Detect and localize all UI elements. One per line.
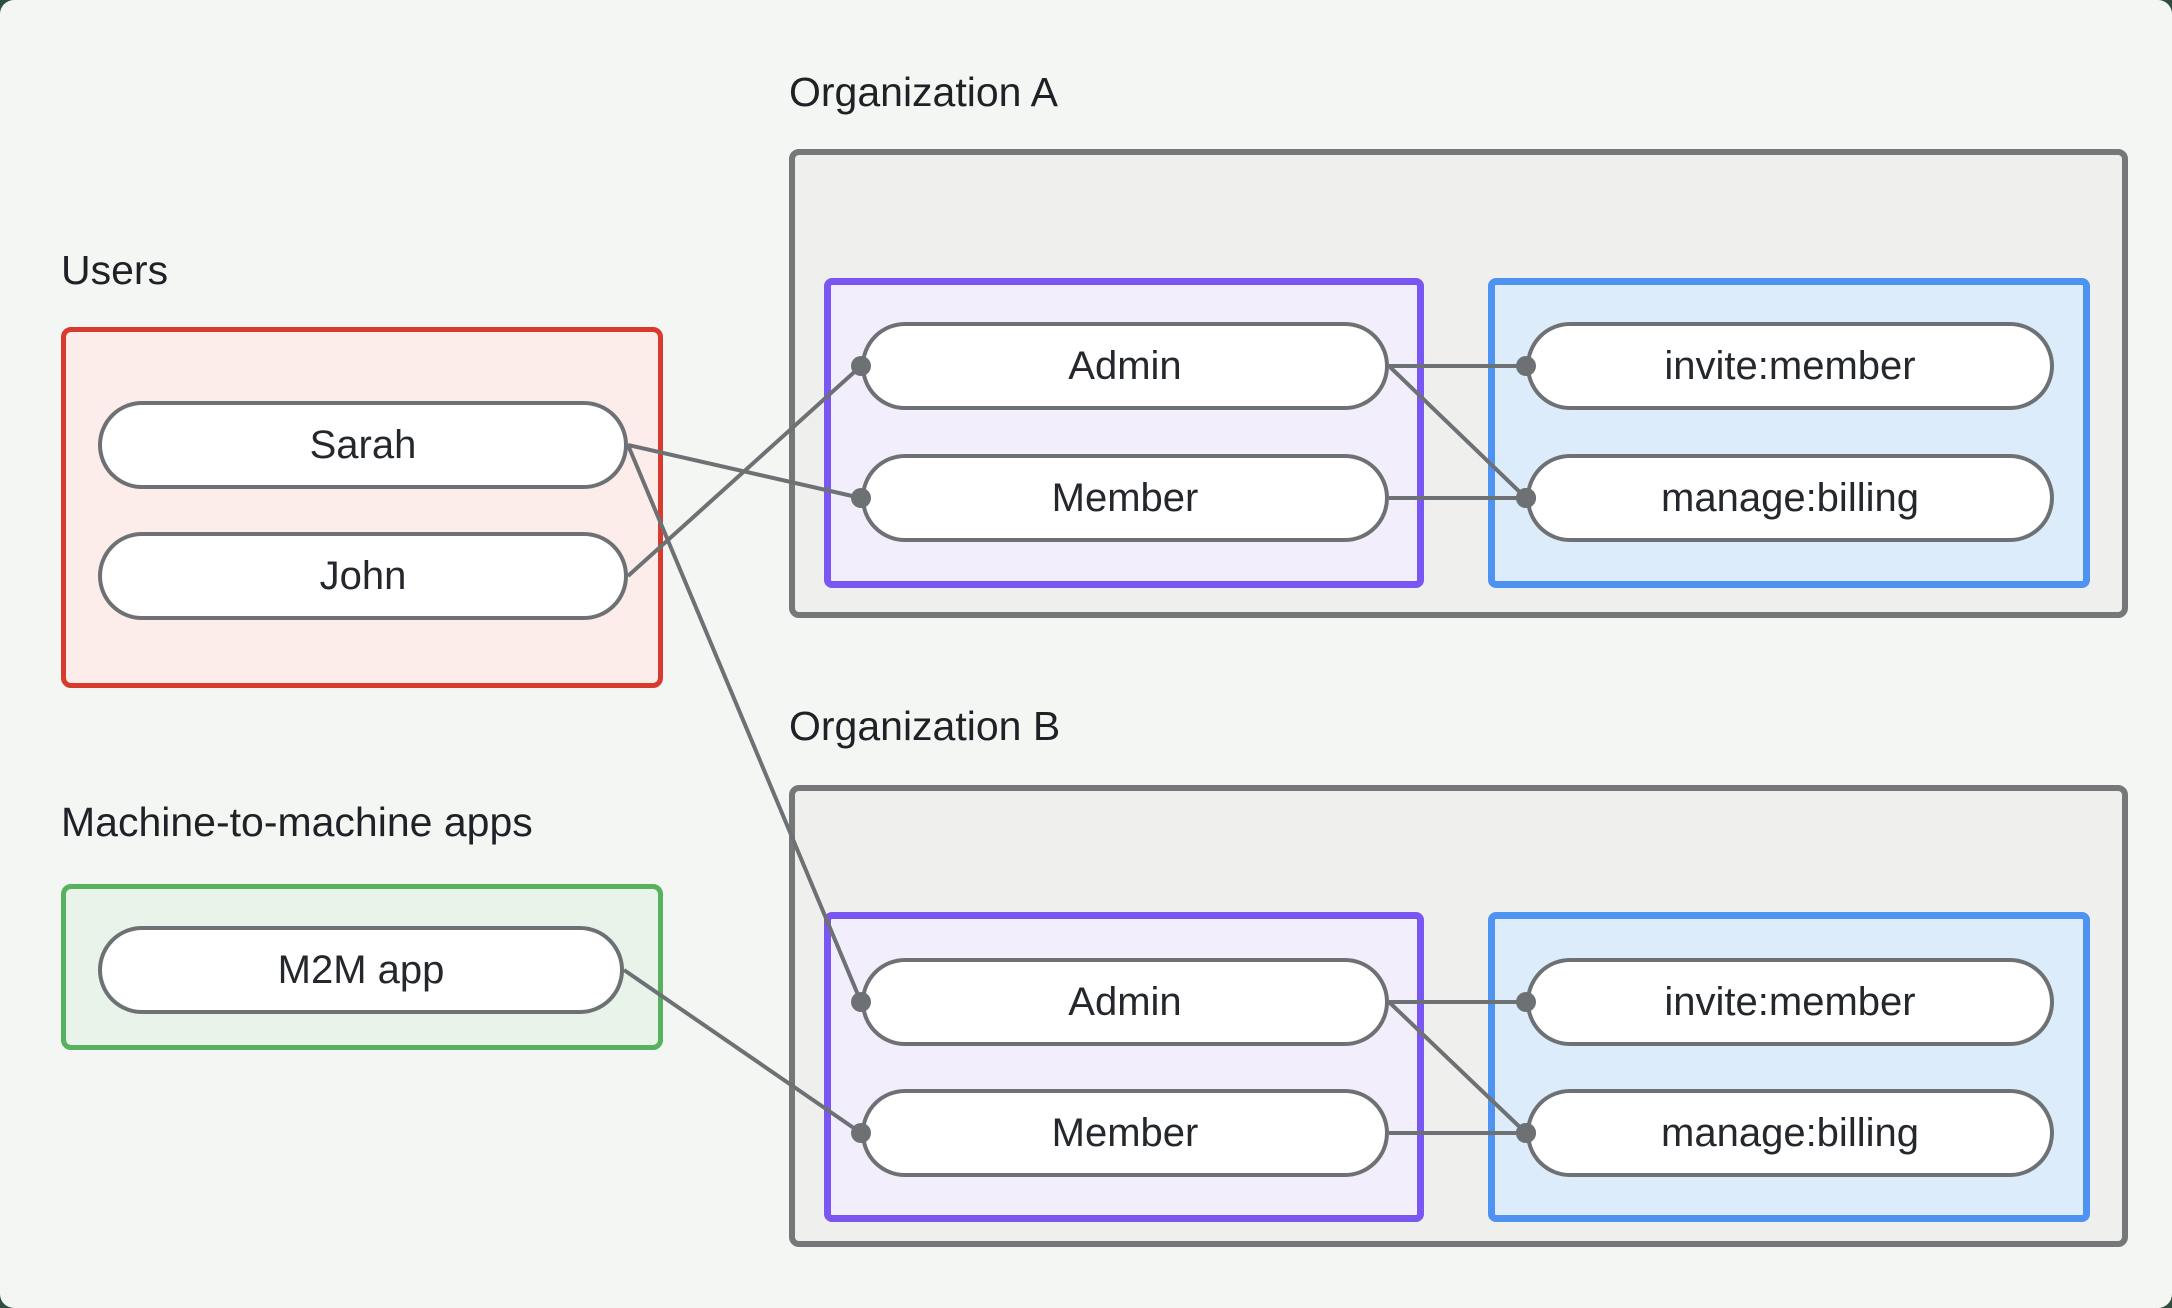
org-b-role-admin: Admin xyxy=(861,958,1389,1046)
org-a-title: Organization A xyxy=(789,69,1058,115)
m2m-section-label: Machine-to-machine apps xyxy=(61,799,533,845)
users-group-box xyxy=(61,327,663,688)
org-a-role-admin: Admin xyxy=(861,322,1389,410)
user-node-sarah: Sarah xyxy=(98,401,628,489)
org-b-permission-manage-billing: manage:billing xyxy=(1526,1089,2054,1177)
org-a-permission-manage-billing: manage:billing xyxy=(1526,454,2054,542)
org-a-permission-invite-member: invite:member xyxy=(1526,322,2054,410)
org-a-role-member: Member xyxy=(861,454,1389,542)
user-node-john: John xyxy=(98,532,628,620)
org-b-title: Organization B xyxy=(789,703,1061,749)
org-b-role-member: Member xyxy=(861,1089,1389,1177)
org-b-permission-invite-member: invite:member xyxy=(1526,958,2054,1046)
m2m-app-node: M2M app xyxy=(98,926,624,1014)
users-section-label: Users xyxy=(61,247,169,293)
